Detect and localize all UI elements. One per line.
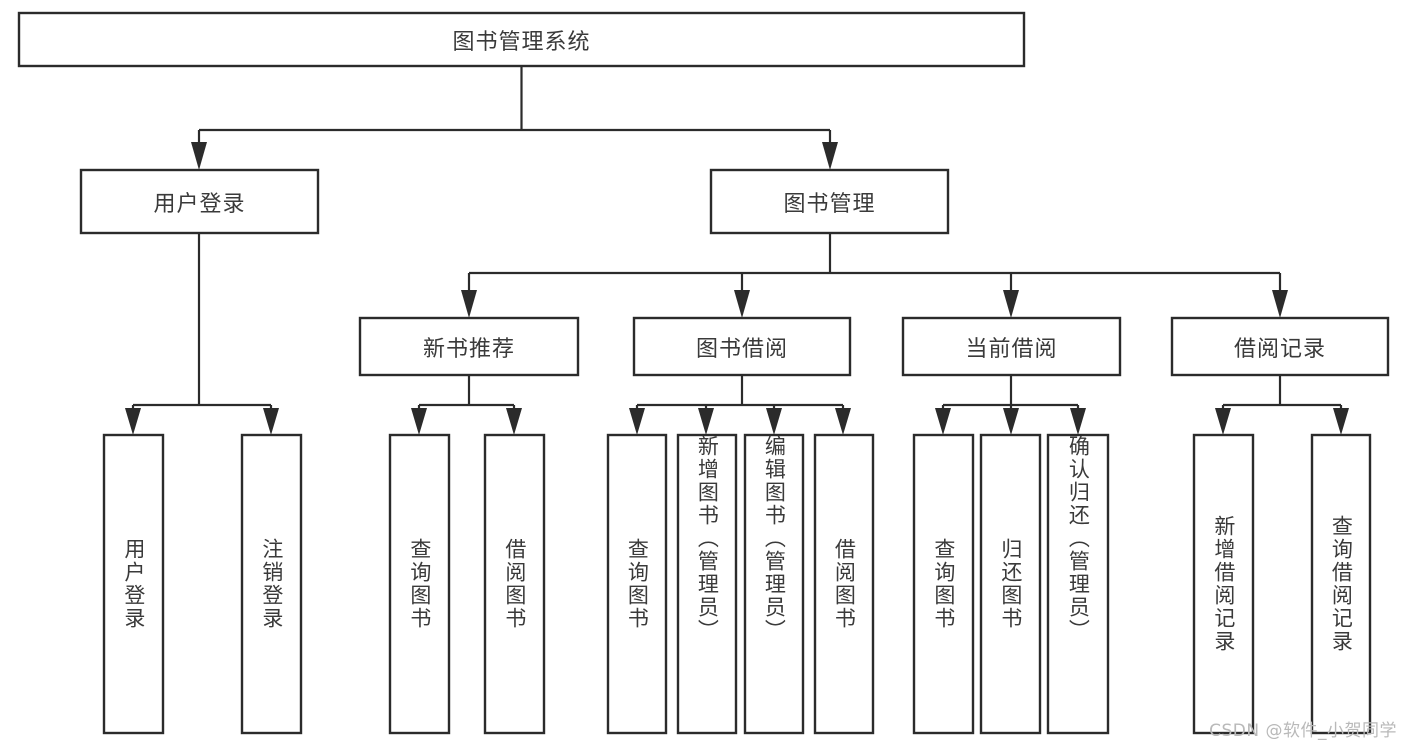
leaf-book-borrow-2[interactable] (676, 433, 738, 735)
node-book-management[interactable] (709, 168, 950, 235)
connector-group-newbook (411, 375, 522, 435)
arrow-root-to-bookmgmt (822, 142, 838, 170)
node-user-login[interactable] (79, 168, 320, 235)
connector-group-root (191, 66, 838, 170)
connector-group-record (1215, 375, 1349, 435)
arrow-root-to-login (191, 142, 207, 170)
arrow-current-leaf-1 (935, 408, 951, 435)
leaf-book-borrow-1[interactable] (606, 433, 668, 735)
leaf-new-book-1[interactable] (388, 433, 451, 735)
arrow-bookmgmt-to-record (1272, 290, 1288, 318)
leaf-current-borrow-3[interactable] (1046, 433, 1110, 735)
leaf-new-book-2[interactable] (483, 433, 546, 735)
connector-group-bookmgmt (461, 233, 1288, 318)
arrow-newbook-leaf-2 (506, 408, 522, 435)
arrow-borrow-leaf-2 (698, 408, 714, 435)
node-book-borrow[interactable] (632, 316, 852, 377)
node-current-borrow[interactable] (901, 316, 1122, 377)
connector-group-current (935, 375, 1086, 435)
arrow-bookmgmt-to-borrow (734, 290, 750, 318)
leaf-user-login-2[interactable] (240, 433, 303, 735)
arrow-userlogin-leaf-1 (125, 408, 141, 435)
arrow-current-leaf-2 (1003, 408, 1019, 435)
leaf-borrow-record-1[interactable] (1192, 433, 1255, 735)
arrow-current-leaf-3 (1070, 408, 1086, 435)
connector-group-borrow (629, 375, 851, 435)
arrow-borrow-leaf-4 (835, 408, 851, 435)
arrow-record-leaf-2 (1333, 408, 1349, 435)
arrow-bookmgmt-to-newbook (461, 290, 477, 318)
connector-group-userlogin (125, 233, 279, 435)
node-borrow-record[interactable] (1170, 316, 1390, 377)
watermark-text: CSDN @软件_小贺同学 (1209, 721, 1397, 741)
arrow-userlogin-leaf-2 (263, 408, 279, 435)
leaf-book-borrow-3[interactable] (743, 433, 805, 735)
arrow-newbook-leaf-1 (411, 408, 427, 435)
arrow-record-leaf-1 (1215, 408, 1231, 435)
node-root[interactable] (17, 11, 1026, 68)
leaf-current-borrow-2[interactable] (979, 433, 1042, 735)
leaf-user-login-1[interactable] (102, 433, 165, 735)
arrow-borrow-leaf-3 (766, 408, 782, 435)
leaf-current-borrow-1[interactable] (912, 433, 975, 735)
leaf-book-borrow-4[interactable] (813, 433, 875, 735)
arrow-bookmgmt-to-current (1003, 290, 1019, 318)
node-new-book-recommend[interactable] (358, 316, 580, 377)
arrow-borrow-leaf-1 (629, 408, 645, 435)
leaf-borrow-record-2[interactable] (1310, 433, 1372, 735)
